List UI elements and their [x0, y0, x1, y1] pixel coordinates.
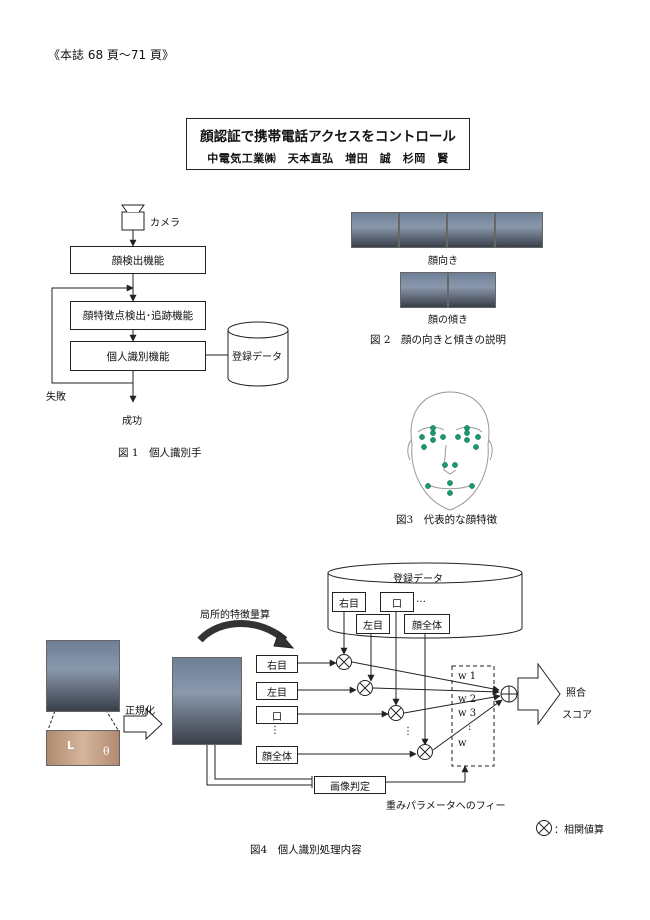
face-photo — [400, 272, 448, 308]
article-authors: 中電気工業㈱ 天本直弘 増田 誠 杉岡 賢 — [207, 152, 449, 165]
weight-w2: w 2 — [458, 694, 477, 705]
direction-label: 顔向き — [428, 256, 458, 267]
feat-vdots: ⋮ — [270, 725, 280, 736]
weight-w3: w 3 — [458, 708, 477, 719]
feat-mouth: 口 — [256, 706, 298, 724]
feat-whole-face: 顔全体 — [256, 746, 298, 764]
database-label: 登録データ — [232, 352, 282, 363]
face-photo — [495, 212, 543, 248]
face-detect-box: 顔検出機能 — [70, 246, 206, 274]
db-mouth: 口 — [380, 592, 414, 612]
weight-w: w — [458, 738, 467, 749]
feat-whole-face-label: 顔全体 — [262, 751, 292, 763]
fig4-database-label: 登録データ — [393, 574, 443, 585]
legend-label: ：相関値算 — [554, 825, 604, 836]
face-photo — [448, 272, 496, 308]
feedback-label: 重みパラメータへのフィー — [386, 801, 506, 812]
db-whole-face: 顔全体 — [404, 614, 450, 634]
figure2-caption: 図 2 顔の向きと傾きの説明 — [370, 334, 507, 346]
feat-left-eye-label: 左目 — [267, 687, 287, 699]
face-detect-label: 顔検出機能 — [111, 254, 165, 267]
db-mouth-label: 口 — [392, 598, 402, 610]
feat-right-eye-label: 右目 — [267, 660, 287, 672]
weight-w1: w 1 — [458, 671, 477, 682]
tilt-label: 顔の傾き — [428, 315, 468, 326]
db-left-eye-label: 左目 — [363, 620, 383, 632]
db-left-eye: 左目 — [356, 614, 390, 634]
feature-track-box: 顔特徴点検出･追跡機能 — [70, 301, 206, 330]
image-judge-label: 画像判定 — [330, 781, 370, 793]
fail-label: 失敗 — [46, 392, 66, 403]
figure4-lines — [47, 562, 561, 836]
score-label: スコア — [562, 710, 592, 721]
database-cylinder — [227, 321, 289, 387]
eye-crop-photo: L θ — [46, 730, 120, 766]
db-right-eye-label: 右目 — [339, 598, 359, 610]
figure4-caption: 図4 個人識別処理内容 — [250, 844, 362, 856]
weight-dots: : — [468, 722, 472, 733]
feat-mouth-label: 口 — [272, 711, 282, 723]
success-label: 成功 — [122, 416, 142, 427]
identify-label: 個人識別機能 — [106, 350, 170, 363]
normalize-label: 正規化 — [125, 706, 155, 717]
article-title: 顔認証で携帯電話アクセスをコントロール — [200, 129, 456, 145]
camera-icon — [121, 204, 145, 231]
local-feature-label: 局所的特徴量算 — [200, 610, 270, 621]
face-photo — [351, 212, 399, 248]
theta-label: θ — [103, 745, 110, 758]
face-photo — [447, 212, 495, 248]
circle-vdots: ⋮ — [403, 726, 413, 737]
feature-points — [419, 425, 481, 496]
identify-box: 個人識別機能 — [70, 341, 206, 371]
face-outline — [407, 391, 493, 511]
feat-right-eye: 右目 — [256, 655, 298, 673]
article-title-box: 顔認証で携帯電話アクセスをコントロール 中電気工業㈱ 天本直弘 増田 誠 杉岡 … — [186, 118, 470, 170]
feat-left-eye: 左目 — [256, 682, 298, 700]
figure1-caption: 図 1 個人識別手 — [118, 447, 202, 459]
db-right-eye: 右目 — [332, 592, 366, 612]
feature-track-label: 顔特徴点検出･追跡機能 — [82, 310, 194, 322]
page-reference: 《本誌 68 頁〜71 頁》 — [48, 48, 174, 62]
L-label: L — [67, 739, 75, 752]
db-whole-face-label: 顔全体 — [412, 620, 442, 632]
camera-label: カメラ — [150, 218, 180, 229]
image-judge-box: 画像判定 — [314, 776, 386, 794]
figure3-caption: 図3 代表的な顔特徴 — [396, 514, 498, 526]
db-dots: … — [416, 594, 426, 605]
normalized-face-photo — [172, 657, 242, 745]
input-face-photo — [46, 640, 120, 712]
match-label: 照合 — [566, 688, 586, 699]
face-photo — [399, 212, 447, 248]
